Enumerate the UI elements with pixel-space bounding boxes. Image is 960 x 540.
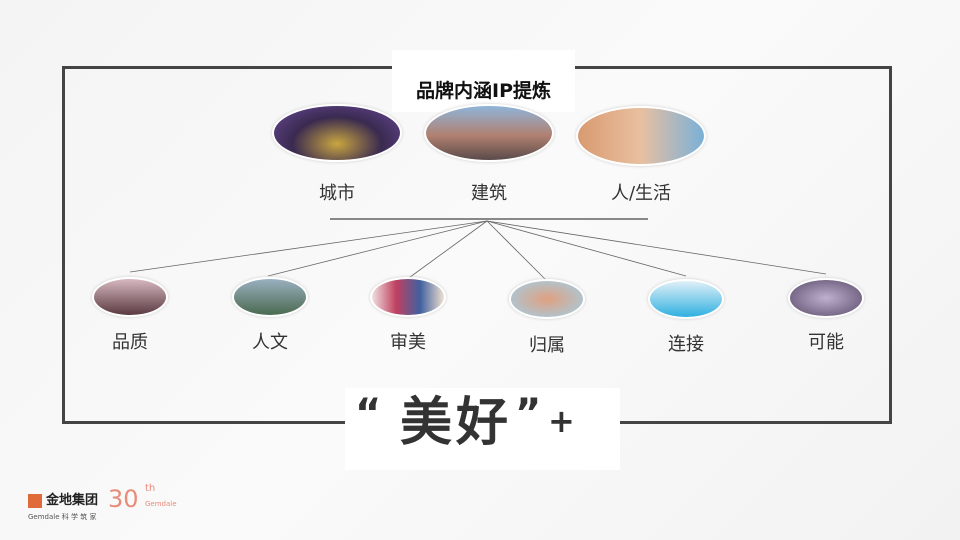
architecture-image bbox=[424, 104, 554, 162]
quality-image bbox=[92, 277, 168, 317]
logo-slogan: 科 学 筑 家 bbox=[61, 513, 97, 521]
slogan-open-quote: “ bbox=[355, 391, 382, 437]
possibility-image bbox=[788, 278, 864, 318]
top-label-life: 人/生活 bbox=[610, 183, 672, 204]
culture-image bbox=[232, 277, 308, 317]
logo-sub: Gemdale 科 学 筑 家 bbox=[28, 513, 96, 522]
label-belonging: 归属 bbox=[529, 335, 565, 356]
anniversary-number: 30 bbox=[108, 485, 139, 513]
logo-mark-icon bbox=[28, 494, 42, 508]
company-logo: 金地集团 bbox=[28, 493, 98, 509]
anniversary-brand: Gemdale bbox=[145, 500, 177, 508]
title-bg bbox=[392, 50, 575, 112]
connection-image bbox=[648, 279, 724, 319]
logo-name: 金地集团 bbox=[46, 493, 99, 508]
top-label-architecture: 建筑 bbox=[471, 183, 507, 204]
label-quality: 品质 bbox=[112, 332, 148, 353]
aesthetics-image bbox=[370, 277, 446, 317]
people-life-image bbox=[576, 106, 706, 166]
top-label-city: 城市 bbox=[319, 183, 355, 204]
page-title: 品牌内涵IP提炼 bbox=[416, 80, 551, 102]
belonging-image bbox=[509, 279, 585, 319]
label-connection: 连接 bbox=[668, 334, 704, 355]
slogan-close-quote: ” bbox=[515, 391, 542, 437]
anniversary-suffix: th bbox=[145, 483, 156, 494]
slogan-plus: + bbox=[548, 402, 575, 440]
label-culture: 人文 bbox=[252, 332, 288, 353]
label-aesthetics: 审美 bbox=[390, 332, 426, 353]
logo-brand: Gemdale bbox=[28, 513, 60, 521]
slogan-char-hao: 好 bbox=[456, 393, 509, 453]
slogan-char-mei: 美 bbox=[400, 393, 453, 453]
slogan-bg bbox=[345, 388, 620, 470]
label-possibility: 可能 bbox=[808, 332, 844, 353]
city-image bbox=[272, 104, 402, 162]
